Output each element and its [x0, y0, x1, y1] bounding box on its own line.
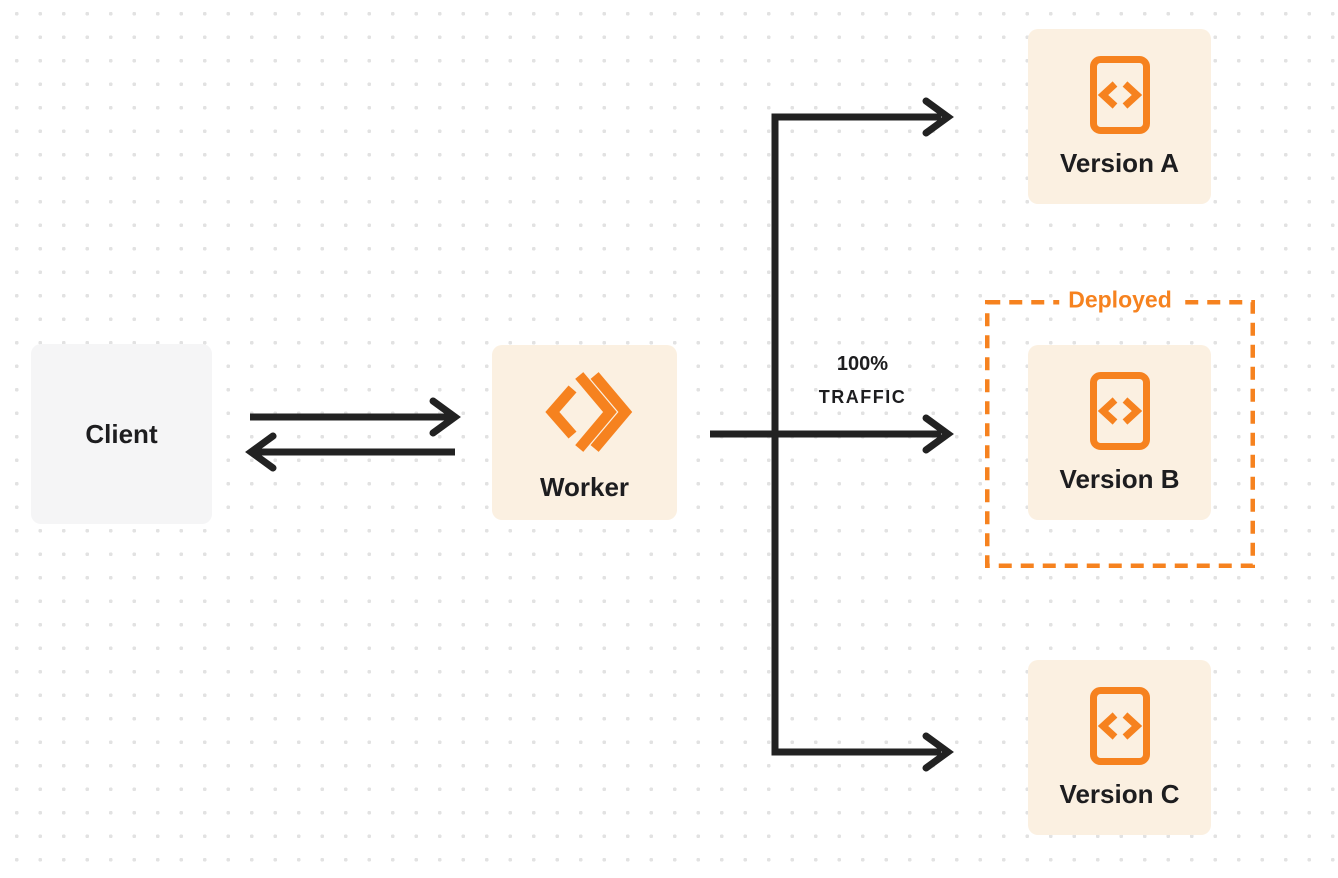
- deployed-frame: Deployed: [985, 286, 1255, 568]
- node-version-a: Version A: [1028, 29, 1211, 204]
- version-a-label: Version A: [1060, 147, 1179, 178]
- code-file-icon: [1089, 55, 1150, 134]
- worker-label: Worker: [539, 471, 630, 502]
- node-worker: Worker: [492, 345, 677, 520]
- traffic-percentage: 100%: [836, 353, 889, 375]
- node-version-c: Version C: [1028, 660, 1211, 835]
- version-b-label: Version B: [1059, 463, 1180, 494]
- worker-to-client-arrowhead-icon: [245, 432, 277, 472]
- version-c-arrowhead-icon: [922, 732, 954, 772]
- code-file-icon: [1089, 371, 1150, 450]
- node-version-b: Version B: [1028, 345, 1211, 520]
- traffic-word: TRAFFIC: [818, 387, 907, 407]
- client-label: Client: [85, 419, 158, 449]
- traffic-label: 100% TRAFFIC: [775, 348, 950, 414]
- code-file-icon: [1089, 686, 1150, 765]
- version-a-arrowhead-icon: [922, 97, 954, 137]
- version-c-label: Version C: [1059, 778, 1180, 809]
- client-to-worker-arrowhead-icon: [429, 397, 461, 437]
- workers-logo-icon: [544, 371, 632, 452]
- node-client: Client: [31, 344, 212, 524]
- deployed-label: Deployed: [1059, 286, 1181, 314]
- version-b-arrowhead-icon: [922, 414, 954, 454]
